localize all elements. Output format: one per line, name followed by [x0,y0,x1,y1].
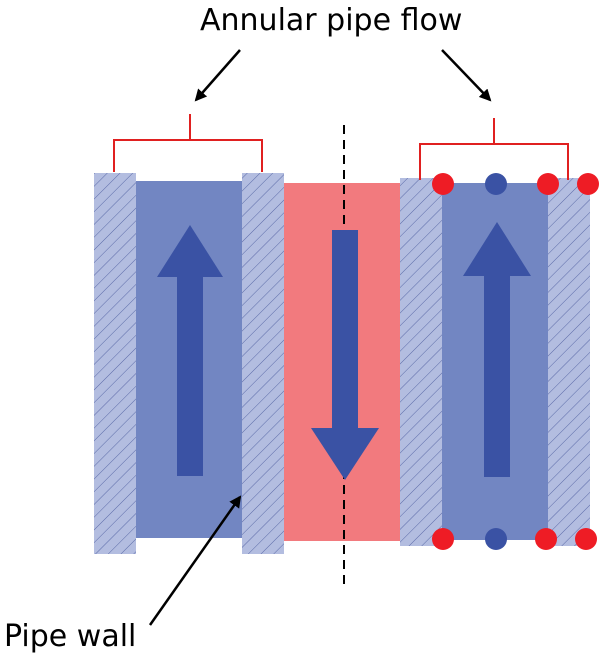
annular-flow-label: Annular pipe flow [200,3,462,38]
left-outer-pipe-wall [94,173,136,554]
right-outer-pipe-wall [548,178,590,546]
left-inner-pipe-wall [242,173,284,554]
down-arrow-icon [311,230,379,480]
right-inner-pipe-wall [400,178,442,546]
red-dot [432,173,454,195]
blue-dot [485,528,507,550]
pipe-wall-label: Pipe wall [4,619,136,654]
right-annulus-bracket [419,118,569,180]
leader-arrow-annular-left [194,49,241,102]
red-dot [537,173,559,195]
left-annulus-bracket [113,114,263,172]
up-arrow-icon [463,222,531,477]
leader-arrow-pipe-wall [148,495,242,626]
red-dot [432,528,454,550]
red-dot [575,528,597,550]
leader-arrow-annular-right [441,49,492,102]
red-dot [535,528,557,550]
blue-dot [485,173,507,195]
up-arrow-icon [157,225,223,476]
red-dot [577,173,599,195]
